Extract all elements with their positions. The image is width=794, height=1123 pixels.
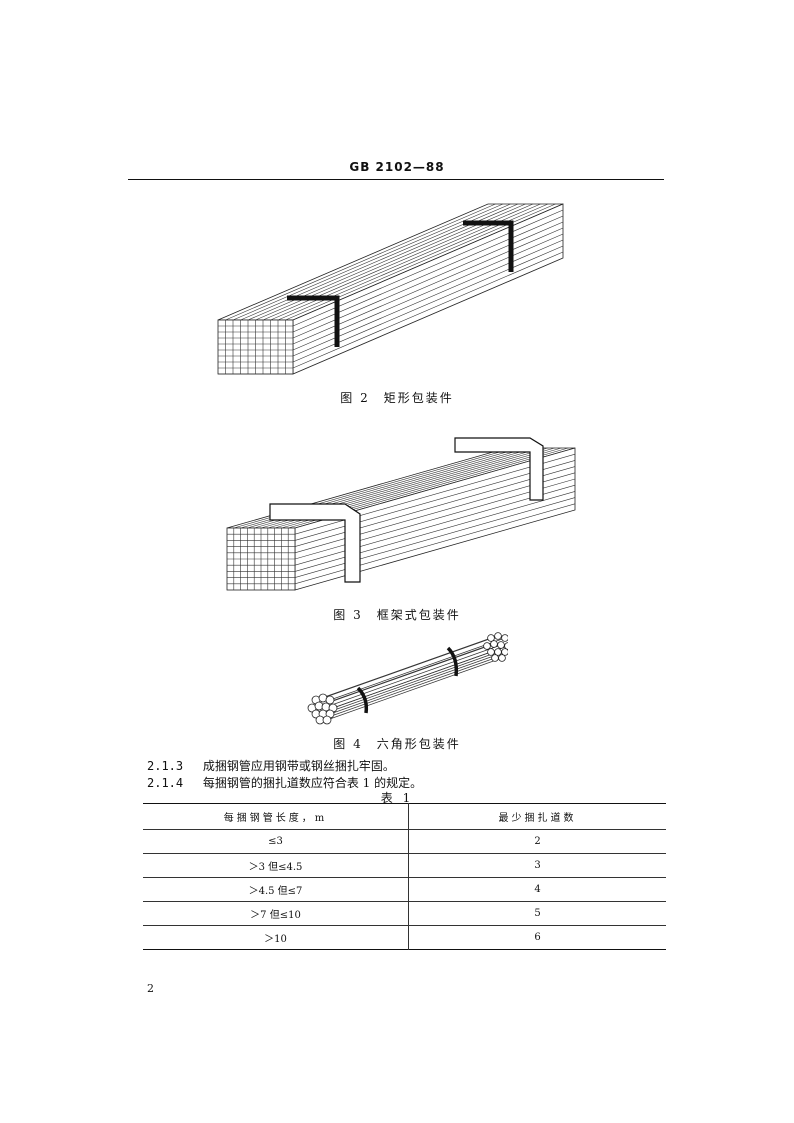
cell-length: ＞3 但≤4.5 <box>143 853 409 878</box>
cell-straps: 2 <box>534 836 541 847</box>
figure-2-caption: 图 2 矩形包装件 <box>340 391 454 405</box>
table-row: ＞4.5 但≤7 4 <box>143 877 666 902</box>
table-header-row: 每捆钢管长度，m 最少捆扎道数 <box>143 803 666 830</box>
bundle-strap-table: 每捆钢管长度，m 最少捆扎道数 ≤3 2 ＞3 但≤4.5 3 ＞4.5 但≤7… <box>143 803 666 950</box>
cell-length: ＞10 <box>143 925 409 950</box>
table-row: ＞7 但≤10 5 <box>143 901 666 926</box>
header-rule <box>128 179 664 180</box>
table-row: ≤3 2 <box>143 829 666 854</box>
header-length: 每捆钢管长度，m <box>143 803 409 830</box>
cell-length: ＞4.5 但≤7 <box>143 877 409 902</box>
cell-length: ≤3 <box>143 829 409 854</box>
hexagonal-bundle-drawing <box>307 632 508 725</box>
table-row: ＞10 6 <box>143 925 666 950</box>
clause-2-1-3: 2.1.3 成捆钢管应用钢带或钢丝捆扎牢固。 <box>147 757 395 774</box>
page-number: 2 <box>147 982 154 995</box>
table-title: 表 1 <box>380 791 414 805</box>
clause-2-1-4: 2.1.4 每捆钢管的捆扎道数应符合表 1 的规定。 <box>147 774 422 791</box>
table-row: ＞3 但≤4.5 3 <box>143 853 666 878</box>
cell-length: ＞7 但≤10 <box>143 901 409 926</box>
clause-number: 2.1.4 <box>147 776 184 790</box>
clause-number: 2.1.3 <box>147 759 184 773</box>
cell-straps: 3 <box>534 860 541 871</box>
clause-text: 每捆钢管的捆扎道数应符合表 1 的规定。 <box>202 776 423 790</box>
clause-text: 成捆钢管应用钢带或钢丝捆扎牢固。 <box>202 759 395 773</box>
figure-4-caption: 图 4 六角形包装件 <box>333 737 461 751</box>
header-straps: 最少捆扎道数 <box>498 813 577 824</box>
cell-straps: 6 <box>534 932 541 943</box>
cell-straps: 4 <box>534 884 541 895</box>
cell-straps: 5 <box>534 908 541 919</box>
standard-code: GB 2102—88 <box>349 160 445 174</box>
figure-3-caption: 图 3 框架式包装件 <box>333 608 461 622</box>
framed-bundle-drawing <box>226 437 576 591</box>
rectangular-bundle-drawing <box>217 203 564 375</box>
